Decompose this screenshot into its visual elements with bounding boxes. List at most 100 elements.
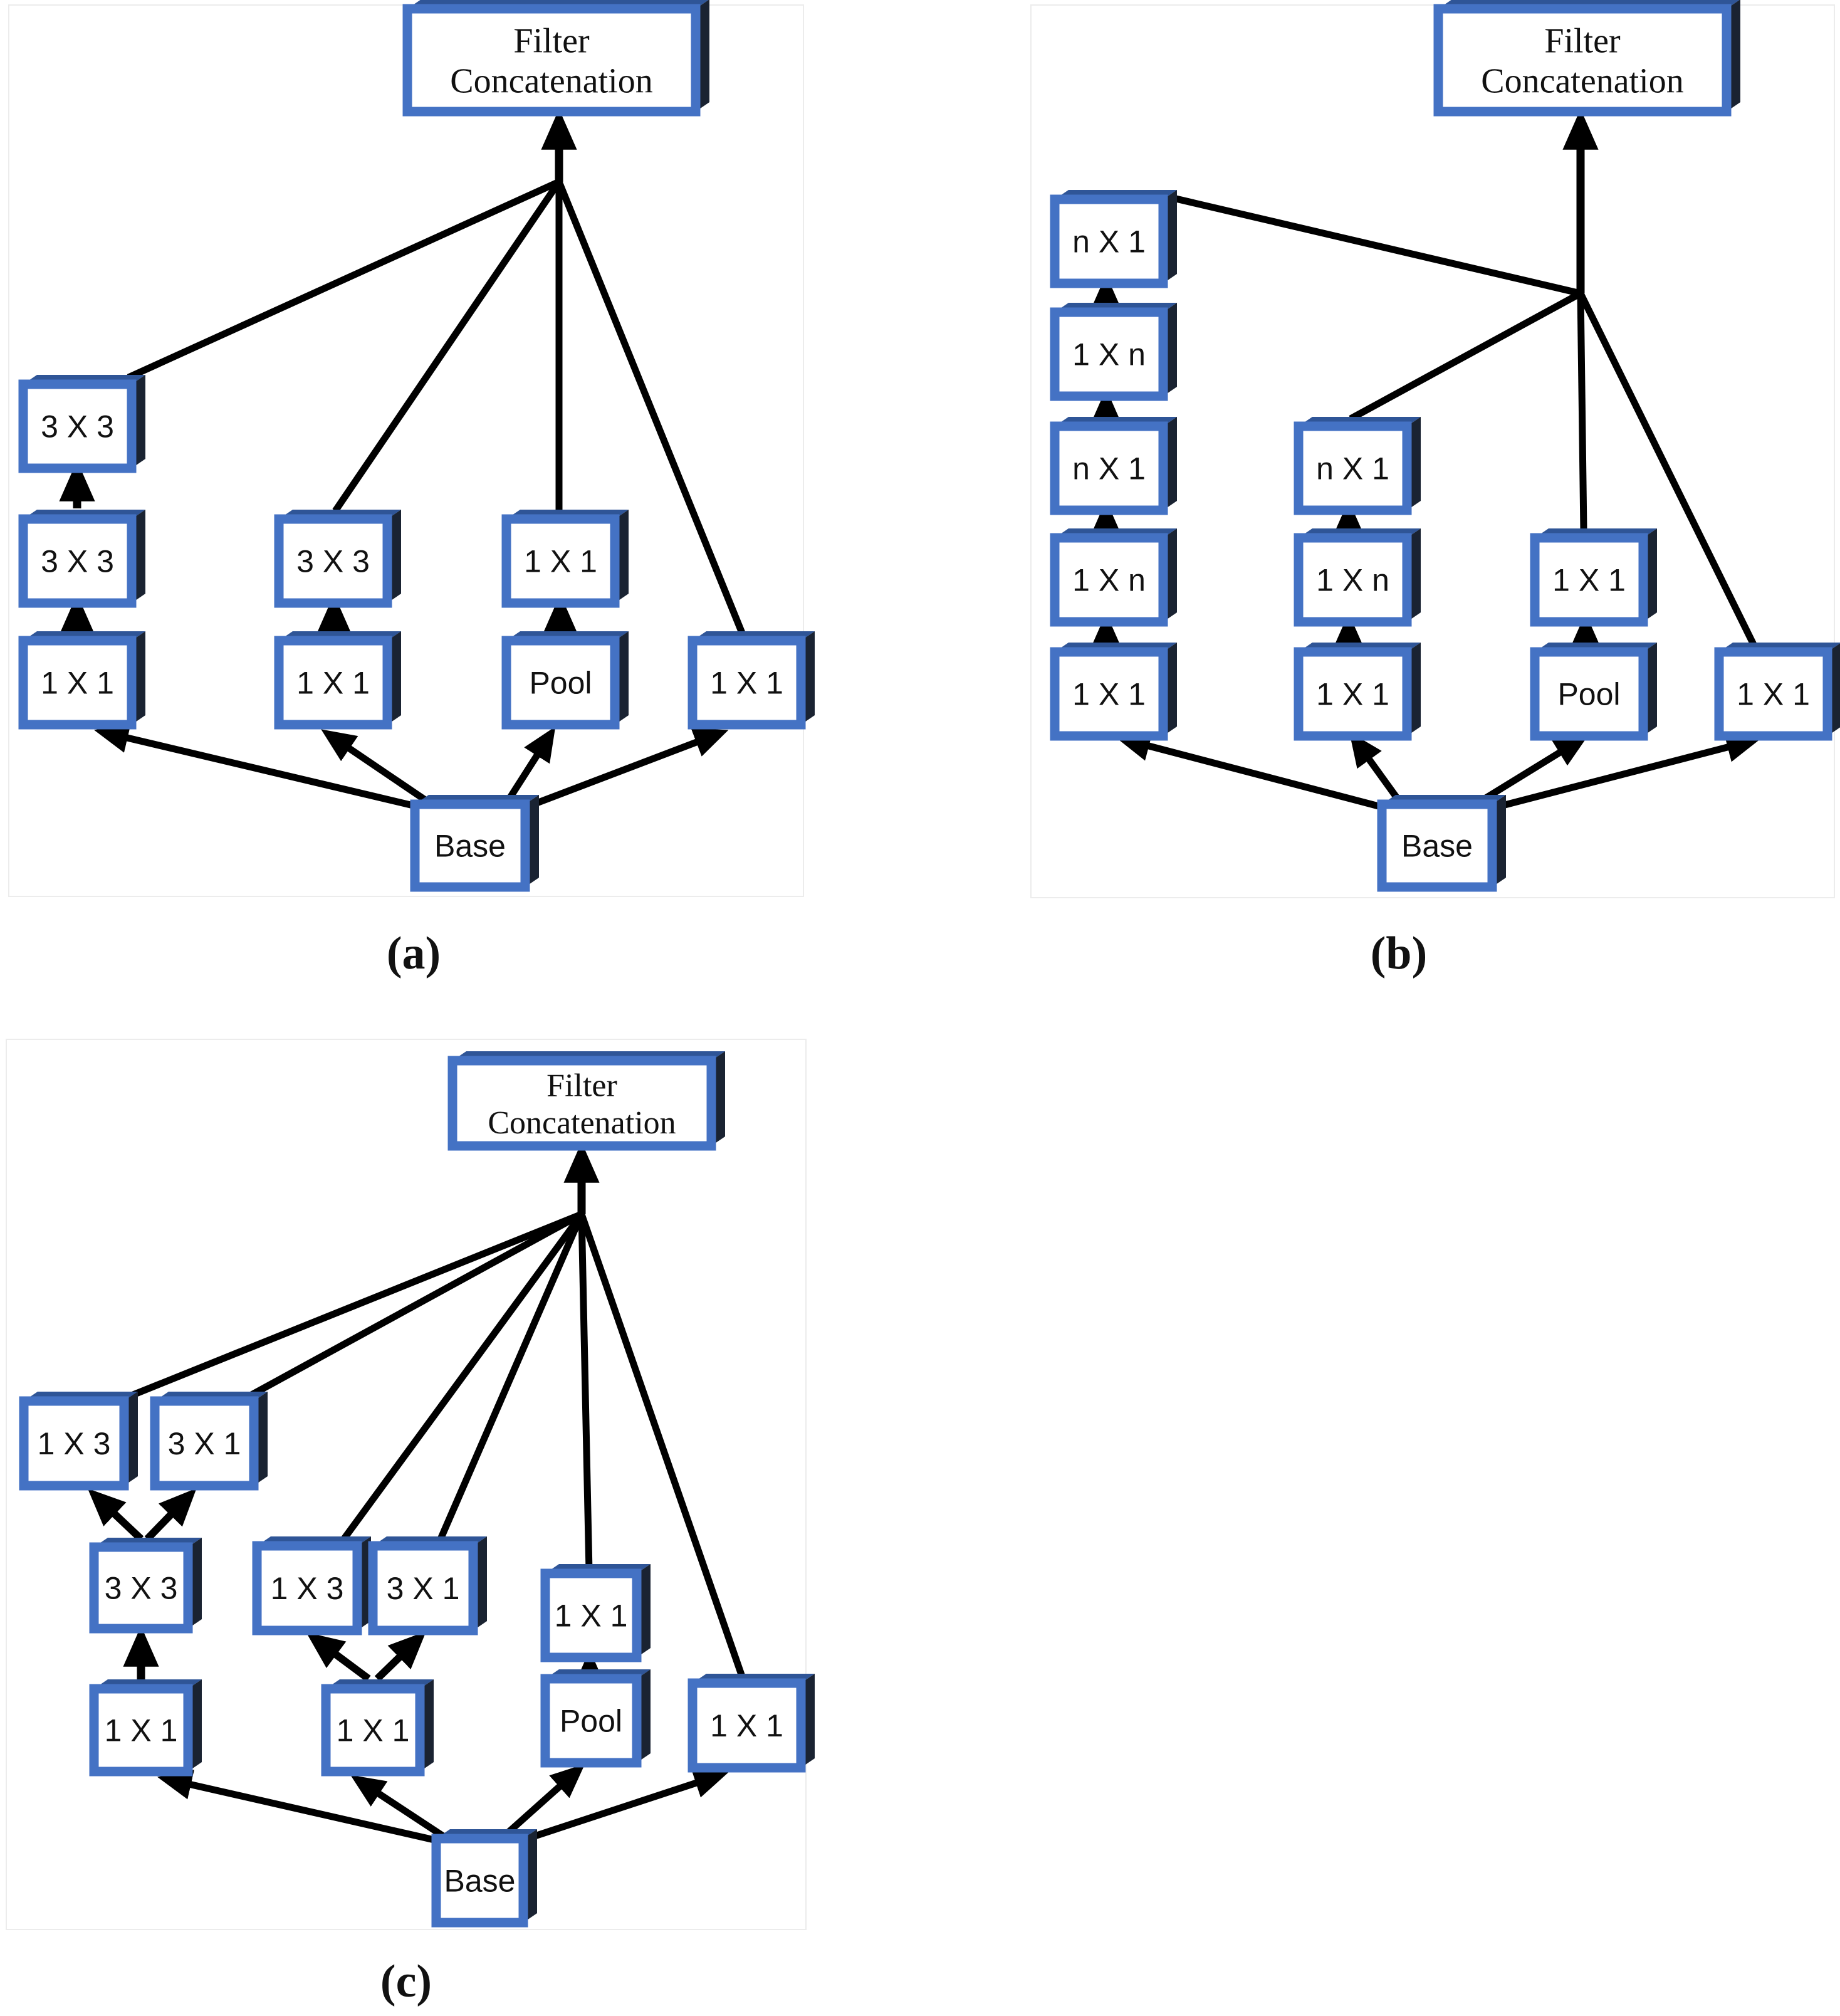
node-conv-nx1: n X 1 [1050, 190, 1177, 288]
node-base: Base [410, 795, 539, 892]
arrow-connector [1489, 732, 1761, 812]
box-front-face [501, 514, 620, 608]
node-pool: Pool [501, 631, 629, 730]
node-label: 1 X 1 [41, 666, 114, 701]
box-front-face [447, 1056, 716, 1151]
line-connector [578, 1214, 593, 1572]
line-connector [578, 1213, 747, 1681]
node-conv-1x1: 1 X 1 [687, 1674, 815, 1773]
node-label: n X 1 [1072, 451, 1146, 486]
node-label: Base [444, 1864, 516, 1899]
panel-frame-c [6, 1039, 807, 1930]
line-connector [332, 179, 562, 513]
arrow-connector [321, 729, 444, 814]
box-front-face [368, 1541, 478, 1635]
box-front-face [1530, 647, 1648, 741]
box-front-face [18, 636, 137, 730]
node-conv-1x1: 1 X 1 [540, 1564, 651, 1662]
node-label: 3 X 1 [168, 1426, 241, 1461]
node-pool: Pool [1530, 643, 1657, 741]
node-conv-1x1: 1 X 1 [18, 631, 145, 730]
box-front-face [1050, 647, 1168, 741]
box-front-face [274, 636, 392, 730]
node-conv-1xn: 1 X n [1050, 528, 1177, 627]
box-front-face [1530, 533, 1648, 627]
box-front-face [1050, 533, 1168, 627]
line-connector [127, 178, 561, 381]
node-conv-1x1: 1 X 1 [1294, 643, 1421, 741]
box-front-face [274, 514, 392, 608]
box-front-face [252, 1541, 362, 1635]
node-label: 1 X 1 [1737, 677, 1810, 712]
box-front-face [431, 1834, 528, 1928]
node-conv-nx1: n X 1 [1294, 417, 1421, 515]
node-label: 1 X 1 [337, 1713, 410, 1748]
node-conv-1x1: 1 X 1 [1714, 643, 1840, 741]
node-label: 3 X 3 [105, 1571, 178, 1606]
box-front-face [1294, 533, 1412, 627]
node-label: 3 X 3 [296, 544, 370, 579]
node-conv-3x3: 3 X 3 [274, 510, 401, 608]
node-label: Base [434, 829, 506, 864]
box-front-face [1050, 421, 1168, 515]
node-label: Pool [560, 1704, 622, 1739]
node-label: 1 X 1 [1072, 677, 1146, 712]
box-front-face [1294, 647, 1412, 741]
box-front-face [89, 1542, 193, 1634]
node-label: 3 X 3 [41, 409, 114, 444]
node-conv-1x1: 1 X 1 [687, 631, 815, 730]
node-label: 1 X 1 [710, 666, 783, 701]
box-front-face [1433, 4, 1732, 117]
node-conv-nx1: n X 1 [1050, 417, 1177, 515]
node-label: 1 X 3 [38, 1426, 111, 1461]
line-connector [1349, 290, 1582, 422]
node-label: 1 X 1 [555, 1599, 628, 1634]
panel-caption-a: (a) [387, 928, 441, 979]
box-front-face [1050, 194, 1168, 288]
box-front-face [1294, 421, 1412, 515]
node-label: 1 X 1 [105, 1713, 178, 1748]
box-front-face [19, 1396, 129, 1491]
node-label: Pool [529, 666, 592, 701]
node-conv-1x1: 1 X 1 [321, 1679, 434, 1777]
box-front-face [1714, 647, 1832, 741]
node-label: n X 1 [1316, 451, 1389, 486]
box-front-face [18, 379, 137, 473]
box-front-face [540, 1568, 642, 1662]
node-conv-1x1: 1 X 1 [1050, 643, 1177, 741]
panel-caption-c: (c) [380, 1956, 432, 2007]
line-connector [1577, 291, 1758, 649]
box-front-face [501, 636, 620, 730]
panel-caption-b: (b) [1371, 928, 1427, 979]
box-front-face [687, 636, 806, 730]
arrow-connector [524, 728, 729, 811]
line-connector [239, 1211, 583, 1404]
node-label: 1 X n [1072, 563, 1146, 598]
node-conv-1xn: 1 X n [1294, 528, 1421, 627]
line-connector [338, 1212, 585, 1545]
node-pool: Pool [540, 1669, 651, 1768]
node-label: Pool [1557, 677, 1620, 712]
node-base: Base [1377, 795, 1506, 892]
box-front-face [1050, 307, 1168, 401]
line-connector [120, 1210, 583, 1403]
arrow-connector [306, 1632, 371, 1682]
node-conv-1x1: 1 X 1 [1530, 528, 1657, 627]
node-conv-1x1: 1 X 1 [501, 510, 629, 608]
panel-frame-b [1030, 4, 1835, 898]
node-label: 1 X 1 [296, 666, 370, 701]
box-front-face [402, 4, 701, 117]
node-conv-3x1: 3 X 1 [368, 1536, 487, 1635]
node-conv-3x1: 3 X 1 [150, 1392, 268, 1491]
arrow-connector [1116, 731, 1389, 812]
node-conv-3x3: 3 X 3 [89, 1538, 202, 1634]
